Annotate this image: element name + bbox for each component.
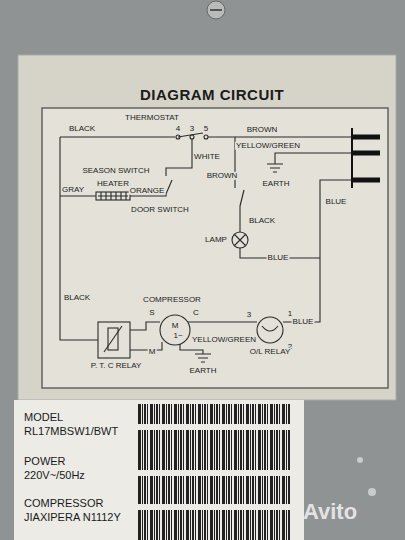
wire-label: C: [192, 309, 200, 317]
wire-label: LAMP: [204, 236, 228, 244]
wire-label: 5: [203, 125, 209, 133]
wire-label: 1~: [172, 332, 183, 340]
wire-label: M: [148, 348, 157, 356]
rating-text: RL17MBSW1/BWT: [24, 426, 118, 438]
wire-label: M: [171, 322, 180, 330]
wire-label: 4: [175, 125, 181, 133]
rating-text: JIAXIPERA N1112Y: [24, 512, 121, 524]
wire-label: HEATER: [96, 180, 130, 188]
rating-text: POWER: [24, 456, 66, 468]
wire-label: BROWN: [246, 126, 279, 134]
wire-label: THERMOSTAT: [124, 114, 180, 122]
wire-label: BLACK: [68, 125, 96, 133]
wire-label: SEASON SWITCH: [81, 167, 150, 175]
wire-label: GRAY: [61, 186, 85, 194]
wire-label: EARTH: [189, 367, 218, 375]
watermark: Avito: [303, 500, 357, 523]
wire-label: BLUE: [267, 254, 290, 262]
wire-label: COMPRESSOR: [142, 296, 202, 304]
wire-label: WHITE: [193, 153, 221, 161]
wire-label: DOOR SWITCH: [130, 206, 190, 214]
wire-label: O/L RELAY: [249, 348, 291, 356]
wire-label: EARTH: [262, 180, 291, 188]
wire-label: BLACK: [248, 217, 276, 225]
wire-label: BLUE: [292, 318, 315, 326]
rating-text: MODEL: [24, 412, 63, 424]
wire-label: BLACK: [63, 294, 91, 302]
wire-label: BROWN: [206, 172, 239, 180]
wire-label: S: [148, 309, 155, 317]
wire-label: 3: [246, 311, 252, 319]
wire-label: ORANGE: [129, 187, 166, 195]
rating-text: 220V~/50Hz: [24, 470, 85, 482]
diagram-title: DIAGRAM CIRCUIT: [140, 87, 284, 103]
wire-label: YELLOW/GREEN: [191, 336, 257, 344]
rating-text: COMPRESSOR: [24, 498, 103, 510]
wire-label: 3: [189, 125, 195, 133]
wire-label: YELLOW/GREEN: [235, 142, 301, 150]
wire-label: P. T. C RELAY: [90, 362, 143, 370]
wire-label: BLUE: [325, 198, 348, 206]
